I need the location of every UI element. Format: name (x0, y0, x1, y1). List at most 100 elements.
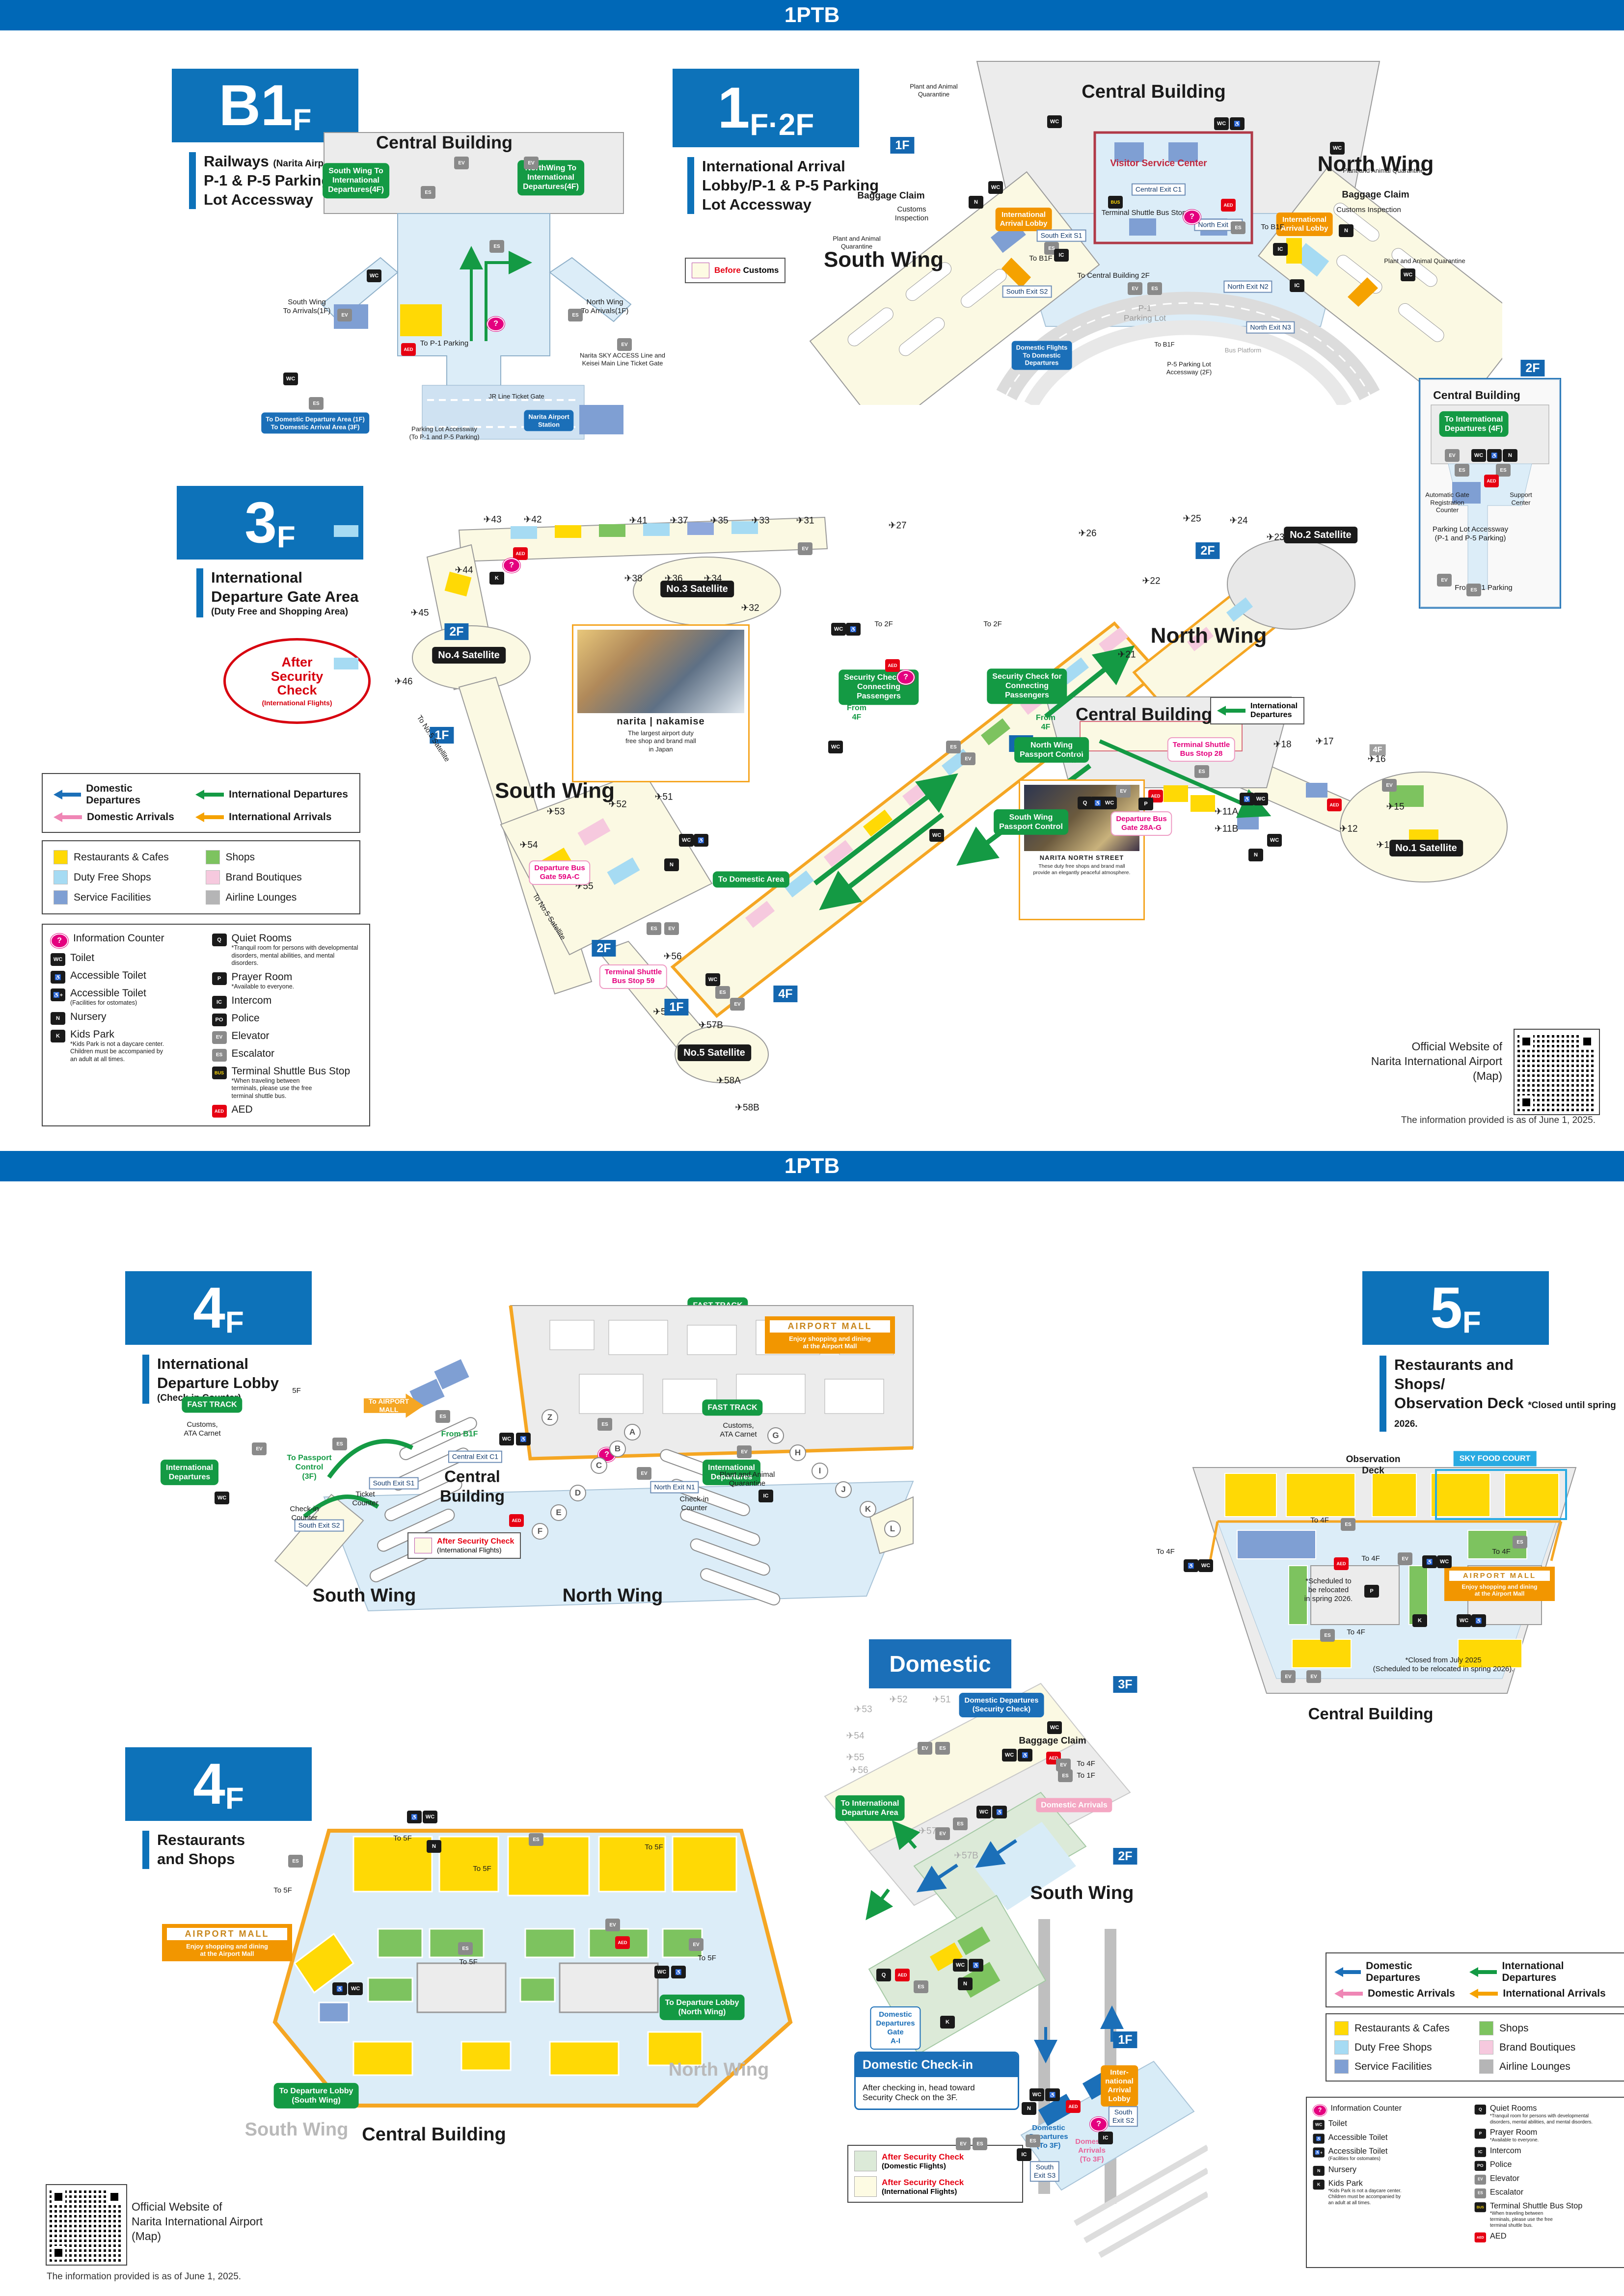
map-label: No.1 Satellite (1389, 840, 1463, 856)
map-label: From P-1 Parking (1455, 584, 1513, 592)
nursery-icon: N (1022, 2102, 1036, 2115)
checkin-counter-Z: Z (541, 1409, 558, 1426)
elevator-icon: EV (454, 157, 469, 169)
map-label: 1F (1113, 2031, 1137, 2048)
escalator-icon: ES (715, 986, 730, 999)
airport-mall-title-5f: AIRPORT MALL (1449, 1571, 1550, 1581)
f3-map (334, 516, 1508, 1083)
map-label: To Departure Lobby (South Wing) (273, 2082, 359, 2109)
toilet-icon: WC (705, 973, 720, 986)
map-label: 5F (292, 1387, 301, 1395)
escalator-icon: ES (1231, 221, 1245, 234)
prayer-icon: P (1364, 1585, 1379, 1598)
nursery-icon: N (664, 858, 679, 871)
quiet-icon: Q (1078, 797, 1092, 809)
domestic-checkin-body: After checking in, head toward Security … (863, 2083, 975, 2102)
gate-label-57B: ✈57B (954, 1850, 978, 1861)
arrow-icon (54, 812, 82, 822)
accessible-icon: ♿ (694, 834, 708, 847)
escalator-icon: ES (973, 2137, 987, 2150)
toilet-icon: WC (1002, 1749, 1017, 1762)
aed-icon: AED (895, 1969, 910, 1981)
map-label: Central Building (1076, 704, 1212, 724)
as-of-date-2: The information provided is as of June 1… (47, 2271, 242, 2282)
toilet-icon: WC (1330, 142, 1345, 155)
map-label: International Departures (160, 1459, 219, 1486)
intercom-icon: IC (1273, 243, 1288, 256)
gate-label-42: ✈42 (523, 514, 542, 525)
accessible-icon: ♿ (1240, 793, 1254, 805)
map-label: JR Line Ticket Gate (488, 393, 544, 400)
prayer-icon: P (1474, 2129, 1487, 2139)
escalator-icon: ES (435, 1410, 450, 1423)
police-icon: PO (1474, 2161, 1487, 2171)
gate-label-16: ✈16 (1367, 754, 1386, 765)
legend-color-duty-free-shops: Duty Free Shops (54, 870, 197, 884)
f3-title-line1: International (211, 569, 303, 586)
elevator-icon: EV (1474, 2174, 1487, 2185)
arrow-icon (1469, 1989, 1498, 1999)
airport-mall-box-4f-shops: AIRPORT MALL Enjoy shopping and dining a… (162, 1924, 292, 1961)
b1f-title-main: Railways (204, 153, 269, 170)
oval-line2: Security (271, 668, 324, 684)
checkin-counter-C: C (591, 1457, 607, 1474)
toilet-icon: WC (1471, 449, 1486, 462)
elevator-icon: EV (935, 1827, 950, 1840)
toilet-icon: WC (1457, 1614, 1471, 1627)
map-label: To 5F (473, 1865, 491, 1873)
f5-map (1192, 1467, 1577, 1694)
info-icon: ? (1313, 2105, 1327, 2116)
elevator-icon: EV (1116, 785, 1131, 798)
domestic-section-title: Domestic (869, 1639, 1011, 1688)
map-label: Plant and Animal Quarantine (833, 235, 881, 250)
f4-shops-floor-suffix: F (225, 1782, 244, 1815)
map-label: Central Building (362, 2124, 506, 2145)
gate-label-15: ✈15 (1386, 801, 1405, 812)
bus-icon: BUS (1108, 196, 1123, 209)
f5-floor-suffix: F (1462, 1306, 1481, 1339)
quiet-icon: Q (1474, 2105, 1487, 2115)
arrow-icon (195, 812, 224, 822)
legend-color-shops: Shops (205, 850, 349, 864)
map-label: No.5 Satellite (677, 1044, 751, 1061)
map-label: 1F (664, 999, 689, 1015)
gate-label-21: ✈21 (1117, 649, 1136, 660)
map-label: Central Building (1082, 81, 1226, 103)
domestic-checkin-box: Domestic Check-in After checking in, hea… (854, 2052, 1019, 2110)
kids-icon: K (1412, 1614, 1427, 1627)
map-label: To Domestic Departure Area (1F) To Domes… (261, 412, 369, 434)
f4-shops-section-title: Restaurants and Shops (142, 1831, 245, 1869)
f4-shops-floor-badge: 4 F (125, 1747, 312, 1821)
toilet-icon: WC (1437, 1555, 1452, 1568)
oval-line3: Check (277, 683, 317, 698)
f1f2-floor-badge: 1 F·2F (673, 69, 859, 147)
domestic-title-text: Domestic (889, 1651, 991, 1677)
map-label: Central Building (1433, 389, 1520, 402)
b1f-title-line3: Lot Accessway (204, 190, 313, 208)
f3-floor-suffix: F (276, 520, 296, 554)
narita-north-street-caption: These duty free shops and brand mall pro… (1033, 863, 1131, 876)
checkin-counter-J: J (835, 1481, 852, 1498)
toilet-icon: WC (1029, 2088, 1044, 2101)
escalator-icon: ES (568, 309, 583, 321)
gate-label-17: ✈17 (1315, 736, 1334, 747)
arrow-icon (1469, 1967, 1497, 1977)
map-label: North Exit N3 (1246, 321, 1295, 334)
kids-icon: K (940, 2016, 955, 2029)
gate-label-56: ✈56 (850, 1765, 868, 1776)
map-label: North Wing Passport Control (1014, 737, 1089, 763)
b1f-floor-suffix: F (293, 103, 312, 137)
prayer-icon: P (212, 972, 227, 985)
aed-icon: AED (1066, 2100, 1081, 2113)
map-label: P-5 Parking Lot Accessway (2F) (1166, 360, 1212, 375)
f4-shops-map (272, 1829, 793, 2108)
elevator-icon: EV (918, 1742, 932, 1755)
map-label: Baggage Claim (1019, 1735, 1086, 1746)
map-label: To Central Building 2F (1077, 271, 1150, 280)
legend-color-restaurants-cafes: Restaurants & Cafes (1334, 2021, 1472, 2035)
